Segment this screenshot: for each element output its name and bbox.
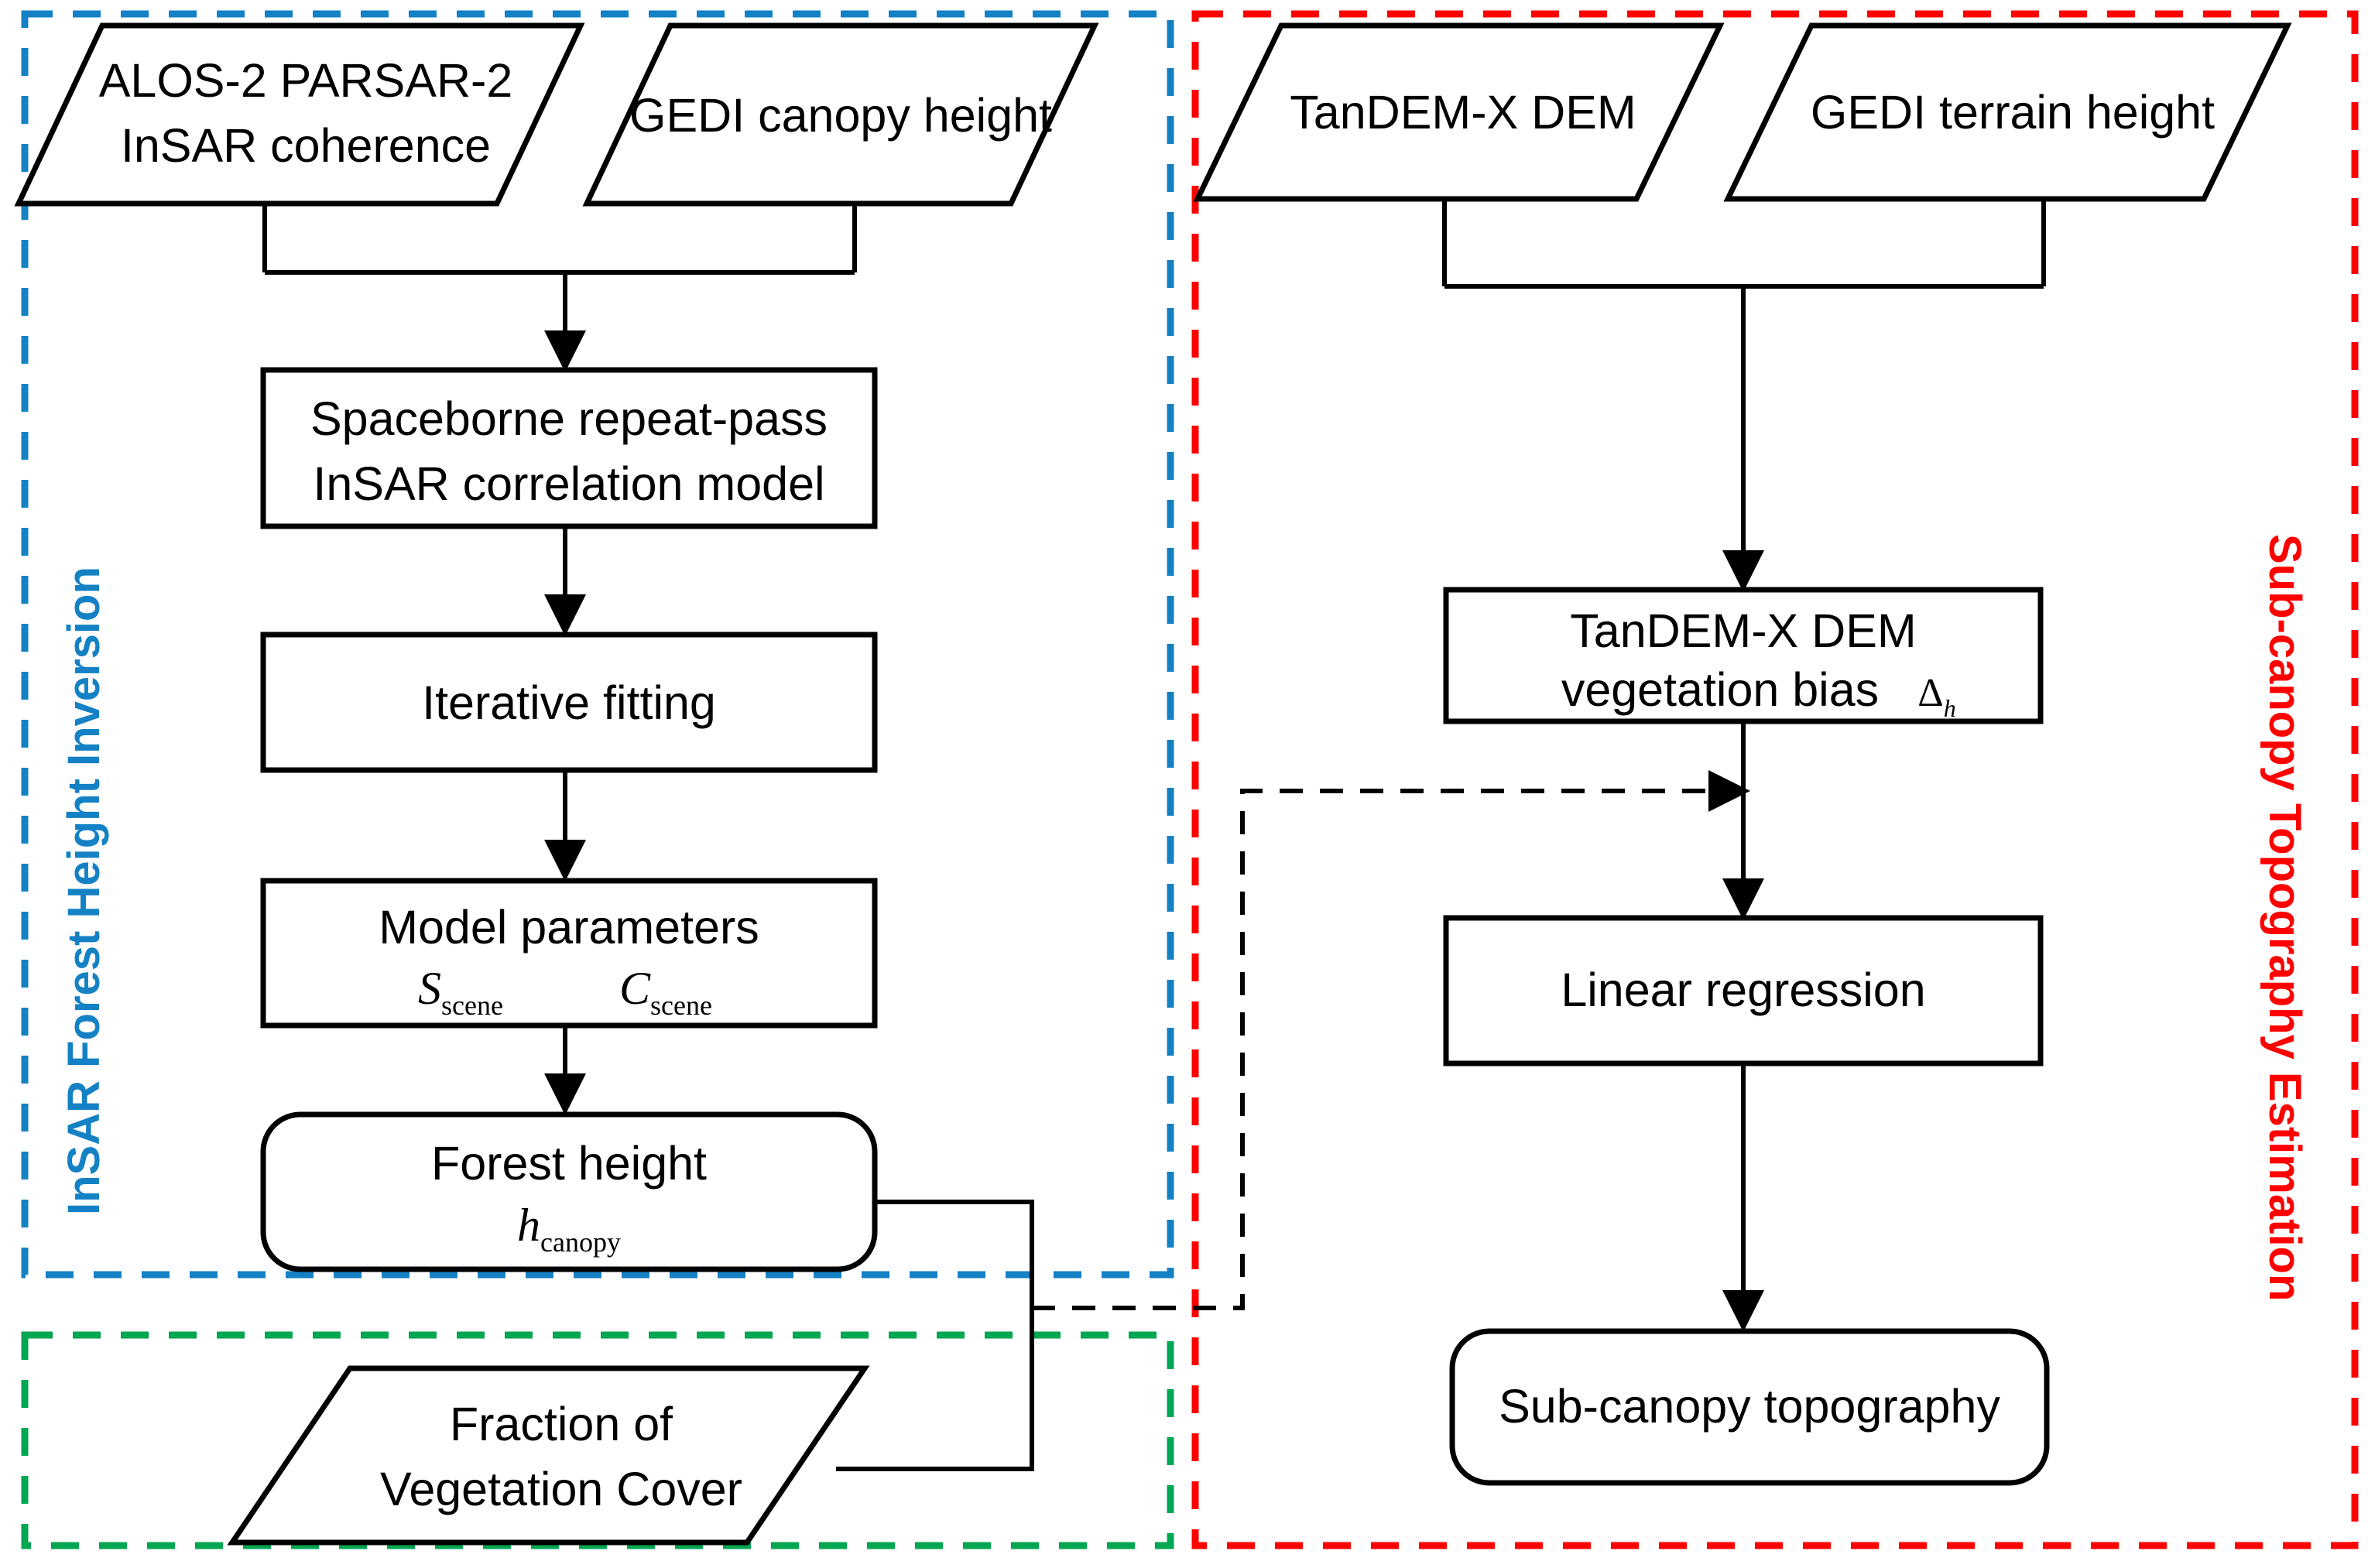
panel-insar-border: [21, 10, 1174, 1279]
node-forest-height-symbol: hcanopy: [517, 1200, 621, 1258]
node-model-parameters-symbol-c: Cscene: [619, 963, 712, 1021]
symbol-h-subscript: canopy: [540, 1227, 621, 1258]
panel-subcanopy-border: [1191, 10, 2359, 1549]
node-correlation-model[interactable]: [260, 367, 878, 529]
node-iterative-fitting[interactable]: [260, 632, 878, 773]
node-veg-bias-line2: vegetation bias: [1561, 663, 1879, 716]
node-correlation-model-line1: Spaceborne repeat-pass: [310, 392, 828, 445]
symbol-s-base: S: [418, 963, 441, 1014]
symbol-h-base: h: [517, 1200, 540, 1251]
node-alos2-line1: ALOS-2 PARSAR-2: [99, 54, 513, 107]
symbol-c-subscript: scene: [650, 990, 712, 1021]
node-linear-regression-label: Linear regression: [1561, 964, 1925, 1016]
node-model-parameters-symbol-s: Sscene: [418, 963, 503, 1021]
node-alos2-insar-coherence[interactable]: [14, 22, 585, 207]
symbol-c-base: C: [619, 963, 651, 1014]
edge-inputs-to-veg-bias: [1442, 199, 2046, 592]
node-tandem-x-dem[interactable]: [1193, 22, 1725, 202]
node-sub-canopy-topography[interactable]: [1449, 1328, 2050, 1486]
node-tandem-x-dem-vegetation-bias[interactable]: [1443, 587, 2044, 724]
node-gedi-canopy-height[interactable]: [582, 22, 1099, 207]
symbol-delta-base: Δ: [1917, 671, 1943, 715]
node-model-parameters[interactable]: [260, 878, 878, 1029]
node-model-parameters-line1: Model parameters: [379, 901, 759, 953]
panel-subcanopy-label: Sub-canopy Topography Estimation: [2260, 534, 2310, 1301]
symbol-delta-subscript: h: [1944, 694, 1956, 722]
symbol-s-subscript: scene: [441, 990, 503, 1021]
node-gedi-terrain-height[interactable]: [1723, 22, 2292, 202]
node-fvc-line1: Fraction of: [450, 1398, 673, 1450]
node-iterative-fitting-label: Iterative fitting: [422, 676, 716, 729]
node-alos2-line2: InSAR coherence: [121, 119, 491, 172]
panel-insar-label: InSAR Forest Height Inversion: [59, 567, 109, 1215]
edge-forest-height-to-fvc: [836, 1200, 1034, 1471]
node-tandem-dem-label: TanDEM-X DEM: [1290, 86, 1636, 139]
node-gedi-terrain-label: GEDI terrain height: [1811, 86, 2215, 139]
edge-inputs-to-correlation-model: [262, 204, 857, 372]
panel-fvc-border: [21, 1331, 1174, 1549]
node-forest-height-line1: Forest height: [431, 1137, 707, 1190]
node-veg-bias-line1: TanDEM-X DEM: [1570, 604, 1916, 657]
node-gedi-canopy-label: GEDI canopy height: [629, 89, 1052, 142]
node-correlation-model-line2: InSAR correlation model: [313, 457, 824, 510]
node-veg-bias-symbol-delta: Δh: [1917, 671, 1955, 722]
node-linear-regression[interactable]: [1443, 915, 2044, 1066]
node-fvc-line2: Vegetation Cover: [380, 1463, 742, 1515]
node-sub-canopy-topography-label: Sub-canopy topography: [1499, 1380, 2000, 1433]
edge-forest-height-to-linear-regression-dashed: [1032, 770, 1750, 1310]
node-forest-height[interactable]: [260, 1111, 878, 1272]
node-fraction-of-vegetation-cover[interactable]: [227, 1365, 870, 1546]
